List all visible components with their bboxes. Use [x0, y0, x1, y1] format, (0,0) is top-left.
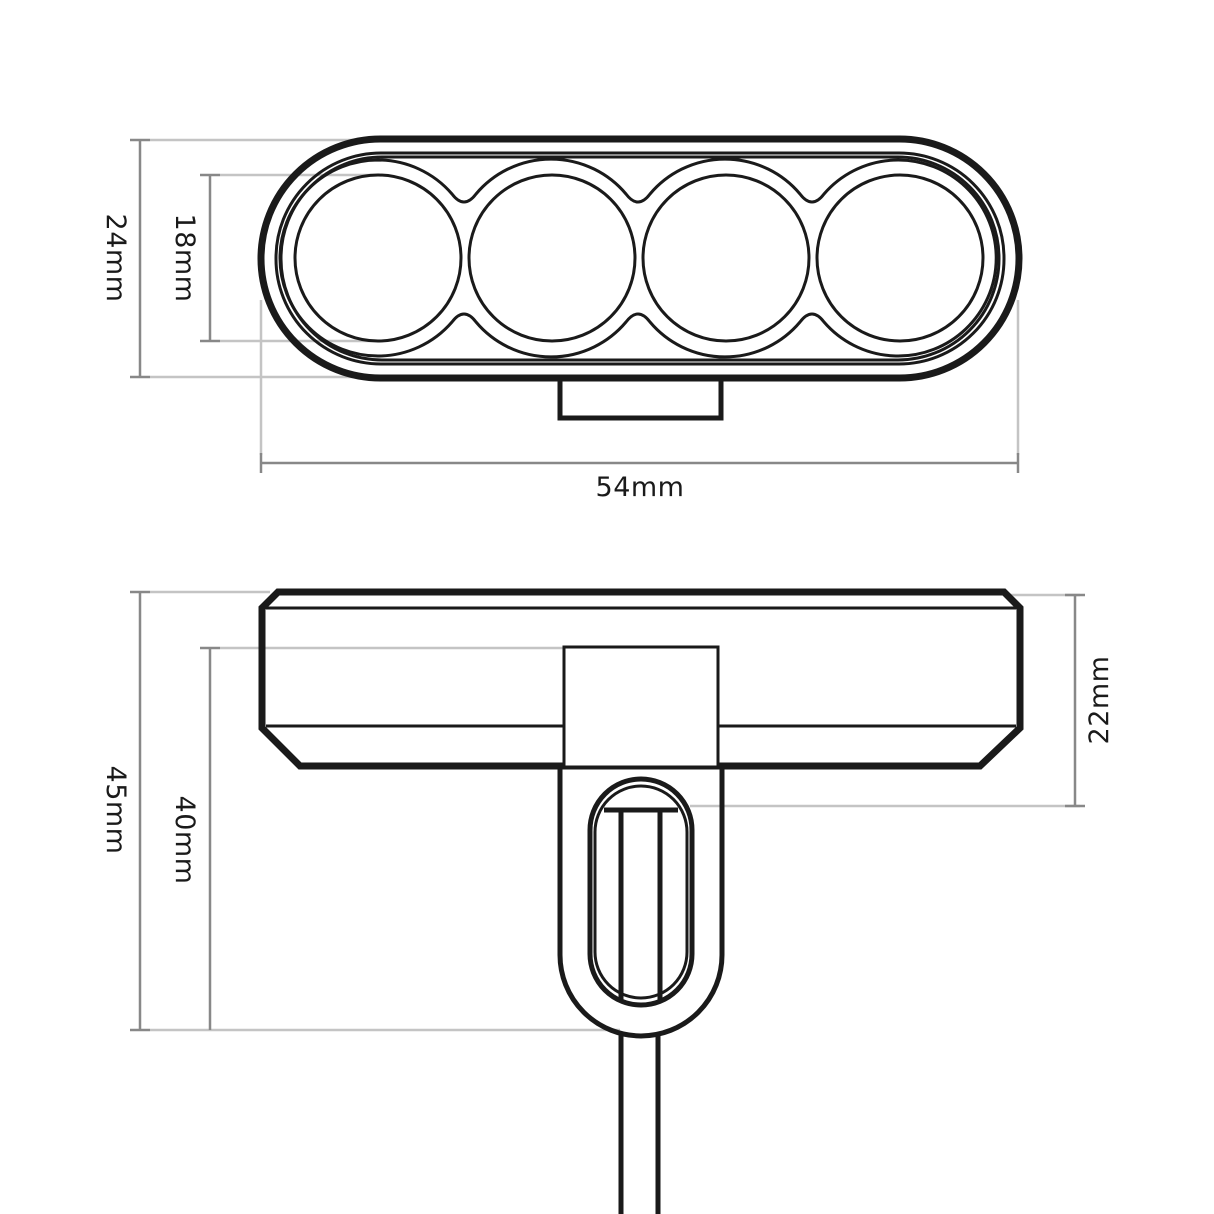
bracket-slot: [587, 776, 695, 1008]
lens-2: [467, 173, 637, 343]
label-18mm: 18mm: [169, 214, 200, 303]
label-54mm: 54mm: [596, 472, 685, 503]
label-40mm: 40mm: [169, 796, 200, 885]
label-22mm: 22mm: [1084, 656, 1115, 745]
dimension-24mm: 24mm: [100, 138, 150, 379]
lens-1: [293, 173, 463, 343]
dimension-18mm: 18mm: [169, 173, 220, 343]
dimension-22mm: 22mm: [1065, 593, 1115, 808]
dimension-45mm: 45mm: [100, 590, 150, 1032]
label-24mm: 24mm: [100, 214, 131, 303]
bezel-inner-line: [279, 155, 1001, 362]
lens-surround: [278, 157, 998, 359]
housing-outline: [257, 135, 1023, 382]
front-extension-lines: [150, 138, 1020, 455]
bracket-arm: [557, 766, 725, 1039]
bezel-outer-line: [274, 151, 1006, 366]
lens-4: [815, 173, 985, 343]
mount-tab: [557, 378, 724, 421]
label-45mm: 45mm: [100, 766, 131, 855]
dimension-54mm: 54mm: [259, 453, 1020, 503]
lens-3: [641, 173, 811, 343]
body-outline: [258, 588, 1024, 770]
cable: [604, 807, 678, 1214]
bracket-plate: [562, 645, 720, 769]
dimension-40mm: 40mm: [169, 646, 220, 1030]
side-view: 45mm 40mm 22mm: [100, 588, 1115, 1214]
front-view: 24mm 18mm 54mm: [100, 135, 1023, 503]
